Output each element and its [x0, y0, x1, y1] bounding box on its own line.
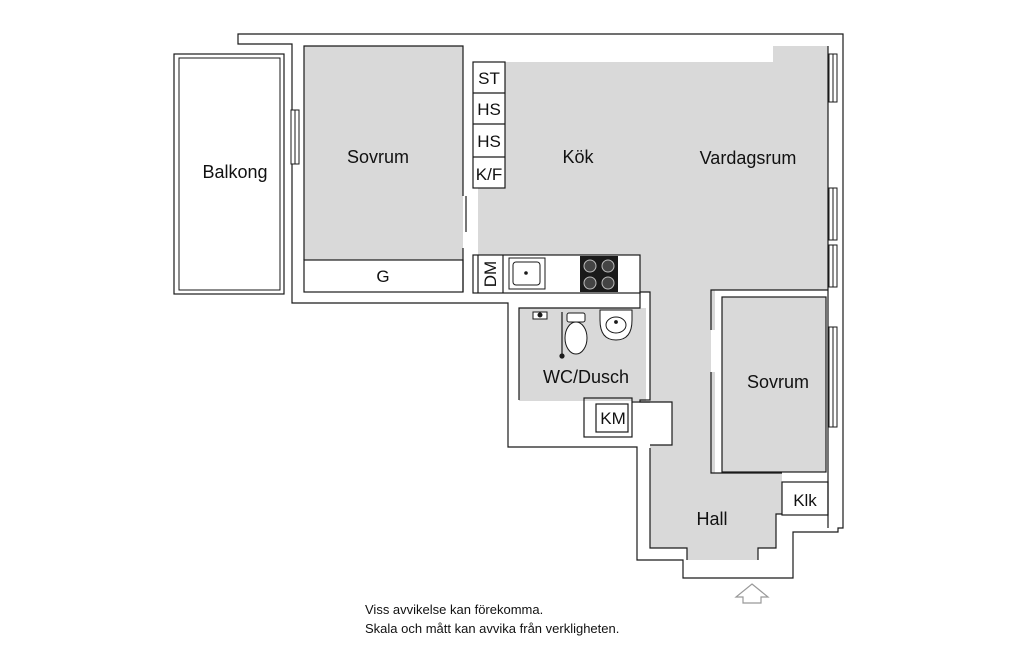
disclaimer-line-1: Viss avvikelse kan förekomma. [365, 602, 544, 617]
kok-vardagsrum-floor [478, 46, 828, 560]
room-label-balkong: Balkong [202, 162, 267, 182]
label-kf: K/F [476, 165, 502, 184]
shower-icon [532, 311, 548, 320]
room-label-vardagsrum: Vardagsrum [700, 148, 797, 168]
label-hs-2: HS [477, 132, 501, 151]
stove-icon [580, 256, 618, 292]
windows [290, 53, 838, 428]
label-dm: DM [481, 261, 500, 287]
entrance-arrow-icon [734, 583, 770, 604]
room-label-wc-dusch: WC/Dusch [543, 367, 629, 387]
balcony [173, 53, 285, 295]
disclaimer: Viss avvikelse kan förekomma. Skala och … [365, 600, 619, 638]
room-label-kok: Kök [562, 147, 594, 167]
label-st: ST [478, 69, 500, 88]
room-label-sovrum: Sovrum [347, 147, 409, 167]
label-g: G [376, 267, 389, 286]
disclaimer-line-2: Skala och mått kan avvika från verklighe… [365, 621, 620, 636]
floor-areas [304, 46, 828, 560]
toilet-icon [564, 312, 588, 355]
label-km: KM [600, 409, 626, 428]
room-label-hall: Hall [696, 509, 727, 529]
interior-walls [303, 45, 829, 560]
label-klk: Klk [793, 491, 817, 510]
sovrum-2-floor [722, 297, 826, 472]
sovrum-floor [304, 46, 463, 260]
label-hs-1: HS [477, 100, 501, 119]
doors [465, 196, 565, 359]
washbasin-icon [599, 309, 633, 341]
room-label-sovrum-2: Sovrum [747, 372, 809, 392]
sink-icon [508, 257, 546, 290]
